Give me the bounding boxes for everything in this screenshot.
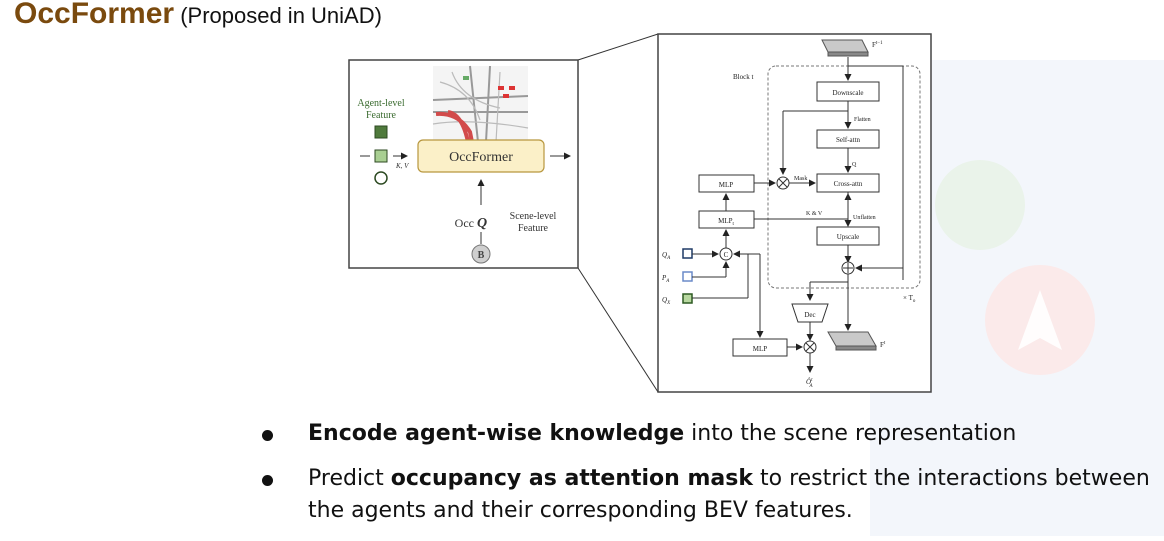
f-t-label: Ft [880, 341, 886, 349]
mlp-bottom-label: MLP [753, 345, 768, 353]
bullet-1-bold: Encode agent-wise knowledge [308, 421, 685, 446]
self-attn-label: Self-attn [836, 136, 861, 144]
times-label: × To [903, 294, 916, 304]
bullet-item: Encode agent-wise knowledge into the sce… [256, 418, 1156, 450]
f-prev-slab [821, 39, 869, 53]
q-label-inner: Q [852, 162, 857, 168]
occ-q-label: Q [477, 216, 487, 231]
scene-label-line2: Feature [518, 223, 549, 234]
mlp-t-label: MLPt [718, 217, 734, 227]
upscale-label: Upscale [837, 233, 860, 241]
occformer-label: OccFormer [449, 150, 513, 165]
agent-feature-square-dark [374, 125, 388, 139]
agent-feature-square-light [374, 149, 388, 163]
scene-label-line1: Scene-level [510, 211, 557, 222]
occformer-box [417, 139, 545, 173]
right-panel: Block t × To Ft−1 Downscale Flatten Self… [657, 33, 932, 393]
bullet-1-rest: into the scene representation [684, 421, 1017, 446]
dec-label: Dec [804, 311, 815, 319]
scene-thumbnail [432, 65, 529, 143]
pa-square [682, 271, 693, 282]
f-prev-label: Ft−1 [872, 41, 883, 49]
bev-label: B [478, 250, 485, 261]
agent-label-line2: Feature [366, 110, 397, 121]
bullet-dot [262, 475, 273, 486]
zoom-line-top [577, 33, 659, 61]
left-panel: Agent-level Feature K, V OccFormer Occ Q… [348, 59, 579, 269]
qa-square [682, 248, 693, 259]
block-label: Block t [733, 73, 753, 81]
bullet-2-bold: occupancy as attention mask [390, 466, 753, 491]
bullet-2-rest: to restrict the interactions between the… [308, 466, 1150, 523]
qx-label: QX [662, 296, 671, 306]
agent-label-line1: Agent-level [357, 98, 404, 109]
block-boundary [767, 65, 921, 289]
dec-box [791, 303, 829, 323]
zoom-line-bottom [577, 267, 659, 393]
f-t-slab [827, 331, 877, 347]
pa-label: PA [661, 274, 670, 284]
kv-label: K, V [395, 162, 409, 170]
bullet-item: Predict occupancy as attention mask to r… [256, 463, 1156, 527]
agent-feature-circle [374, 171, 388, 185]
mlp-top-label: MLP [719, 181, 734, 189]
slide-title: OccFormer (Proposed in UniAD) [14, 0, 382, 31]
kv-label-right: K & V [806, 211, 823, 217]
unflatten-label: Unflatten [853, 214, 876, 221]
qx-square [682, 293, 693, 304]
bullet-list: Encode agent-wise knowledge into the sce… [256, 418, 1156, 540]
downscale-label: Downscale [832, 89, 863, 97]
bullet-2-pre: Predict [308, 466, 391, 491]
title-main: OccFormer [14, 0, 175, 30]
occformer-diagram: Agent-level Feature K, V OccFormer Occ Q… [348, 33, 932, 393]
bullet-dot [262, 430, 273, 441]
cross-attn-label: Cross-attn [834, 180, 863, 188]
occ-label: Occ [455, 216, 474, 230]
flatten-label: Flatten [854, 117, 871, 123]
concat-label: C [724, 251, 729, 259]
qa-label: QA [662, 251, 671, 261]
mask-label: Mask [794, 176, 807, 182]
bev-circle [471, 244, 491, 264]
title-sub: (Proposed in UniAD) [174, 3, 382, 28]
